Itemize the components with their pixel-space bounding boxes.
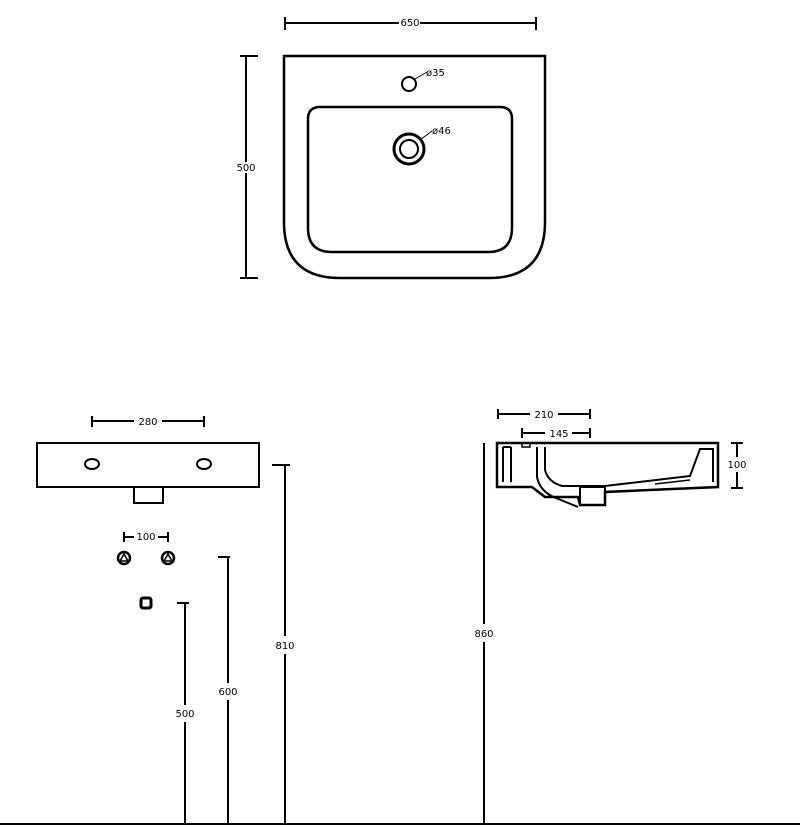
basin-outline-plan — [282, 54, 547, 280]
waste-leader — [419, 130, 433, 141]
back-wall-cavity — [502, 446, 512, 482]
projection-dimension: 210 — [497, 409, 591, 421]
valve-height-dimension: 600 — [218, 556, 238, 824]
fixing-centres-label: 280 — [138, 417, 157, 428]
front-view: 280 — [36, 416, 260, 504]
front-rim-height-label: 810 — [275, 641, 294, 652]
waste-spigot-side — [579, 486, 606, 506]
bowl-depth-dimension: 145 — [521, 428, 591, 440]
top-view: ø35 ø46 650 500 — [234, 17, 547, 280]
valve-spacing-dimension: 100 — [123, 532, 169, 543]
waste-height-dimension: 500 — [175, 602, 195, 824]
width-label: 650 — [400, 18, 419, 29]
waste-outlet-inner — [399, 139, 419, 159]
waste-spigot-front — [133, 486, 164, 504]
side-view: 210 145 100 860 — [474, 409, 747, 824]
basin-height-label: 100 — [727, 460, 746, 471]
bowl-inner-profile — [536, 447, 579, 508]
tap-hole — [401, 76, 417, 92]
basin-height-dimension: 100 — [727, 442, 747, 489]
depth-dimension: 500 — [234, 55, 258, 279]
waste-label: ø46 — [432, 126, 451, 137]
right-valve-icon — [160, 550, 176, 566]
right-fixing-slot — [196, 458, 212, 470]
supply-points: 100 600 500 810 — [116, 464, 295, 824]
front-rim-height-dimension: 810 — [272, 464, 295, 824]
overflow-slot — [521, 442, 531, 448]
front-lip — [654, 479, 691, 485]
side-rim-height-label: 860 — [474, 629, 493, 640]
left-fixing-slot — [84, 458, 100, 470]
valve-height-label: 600 — [218, 687, 237, 698]
projection-label: 210 — [534, 410, 553, 421]
depth-label: 500 — [236, 163, 255, 174]
bowl-floor-profile — [544, 447, 714, 487]
bowl-outline-plan — [306, 105, 514, 254]
basin-front-body — [36, 442, 260, 488]
waste-height-label: 500 — [175, 709, 194, 720]
tap-hole-leader — [414, 71, 428, 80]
valve-spacing-label: 100 — [136, 532, 155, 543]
side-rim-height-dimension: 860 — [474, 443, 494, 824]
fixing-centres-dimension: 280 — [91, 416, 205, 428]
waste-outlet-outer — [392, 132, 426, 166]
tap-hole-label: ø35 — [426, 68, 445, 79]
waste-outlet-fitting — [139, 596, 153, 610]
basin-section-outline — [495, 441, 720, 507]
left-valve-icon — [116, 550, 132, 566]
width-dimension: 650 — [284, 17, 537, 30]
bowl-depth-label: 145 — [549, 429, 568, 440]
